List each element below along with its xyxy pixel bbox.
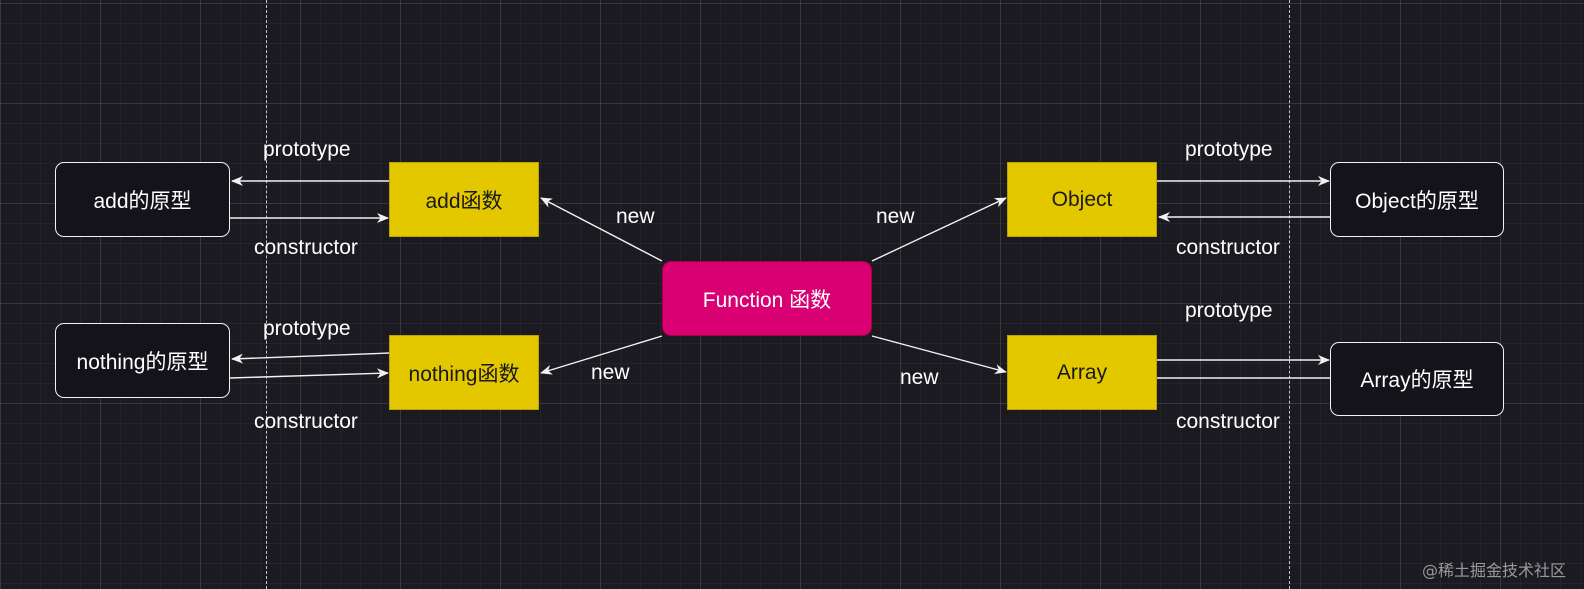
guide-line-right [1289,0,1290,589]
object-function-node[interactable]: Object [1007,162,1157,237]
nothing-prototype-arrow [231,352,391,364]
function-root-node[interactable]: Function 函数 [662,261,872,336]
new-add-arrow [540,197,663,262]
new-array-edge-label: new [900,366,939,389]
add-function-label: add函数 [425,189,503,213]
nothing-function-label: nothing函数 [408,362,520,386]
array-prototype-edge-label: prototype [1185,299,1273,322]
nothing-prototype-edge-label: prototype [263,317,351,340]
array-prototype-label: Array的原型 [1360,369,1474,392]
object-function-label: Object [1051,187,1113,211]
object-prototype-label: Object的原型 [1355,189,1479,213]
function-root-label: Function 函数 [702,288,832,312]
new-object-arrow [871,197,1007,262]
array-function-label: Array [1056,360,1108,384]
nothing-prototype-label: nothing的原型 [76,350,209,374]
add-prototype-edge-label: prototype [263,138,351,161]
watermark: @稀土掘金技术社区 [1421,561,1566,580]
new-add-edge-label: new [616,205,655,228]
nothing-constructor-edge-label: constructor [254,410,358,433]
new-nothing-arrow [540,335,663,375]
guide-line-left [266,0,267,589]
nothing-function-node[interactable]: nothing函数 [389,335,539,410]
array-function-node[interactable]: Array [1007,335,1157,410]
nothing-constructor-arrow [229,368,389,379]
add-constructor-edge-label: constructor [254,236,358,259]
add-function-node[interactable]: add函数 [389,162,539,237]
nothing-prototype-node[interactable]: nothing的原型 [55,323,230,398]
object-prototype-node[interactable]: Object的原型 [1330,162,1504,237]
new-object-edge-label: new [876,205,915,228]
array-prototype-node[interactable]: Array的原型 [1330,342,1504,416]
object-prototype-edge-label: prototype [1185,138,1273,161]
object-constructor-edge-label: constructor [1176,236,1280,259]
new-array-arrow [871,335,1007,374]
add-prototype-label: add的原型 [93,189,192,213]
new-nothing-edge-label: new [591,361,630,384]
array-constructor-edge-label: constructor [1176,410,1280,433]
add-prototype-node[interactable]: add的原型 [55,162,230,237]
